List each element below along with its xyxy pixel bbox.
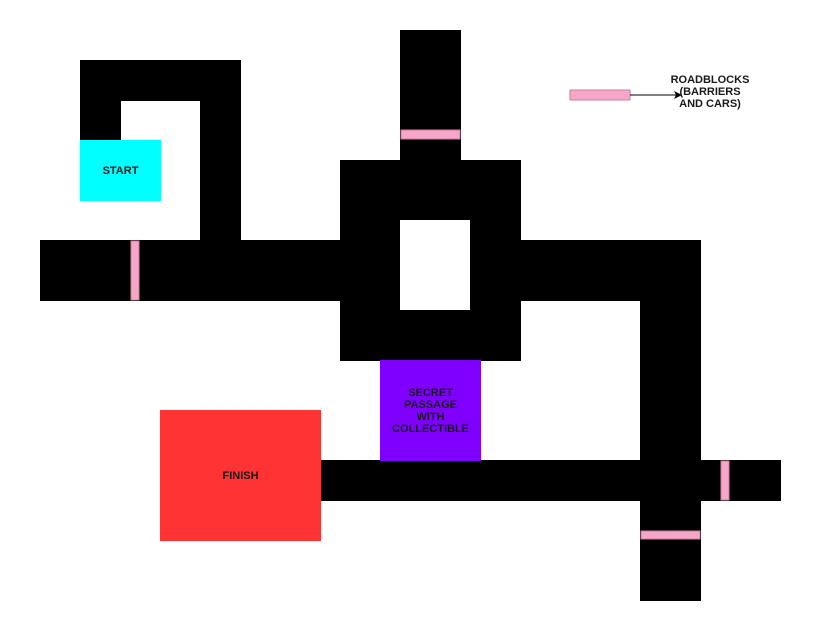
roadblock-north <box>400 129 461 140</box>
secret-passage-label: SECRET PASSAGE WITH COLLECTIBLE <box>392 386 469 435</box>
roadblock-west <box>130 240 140 301</box>
start-zone <box>80 140 161 201</box>
finish-zone <box>160 410 321 541</box>
roadblocks <box>130 129 730 540</box>
road-network <box>40 30 781 601</box>
central-hole <box>400 220 470 310</box>
legend <box>569 89 682 101</box>
roadblock-east <box>720 460 730 501</box>
road-west-corridor <box>40 240 341 301</box>
legend-roadblock-swatch <box>569 89 631 101</box>
start-label: START <box>102 164 139 177</box>
road-east-vertical <box>640 240 701 601</box>
finish-label: FINISH <box>222 469 259 482</box>
road-north-spur <box>400 30 461 161</box>
secret-passage-zone <box>380 360 481 461</box>
road-south-corridor <box>320 460 781 501</box>
roadblock-south <box>640 530 701 540</box>
legend-arrow-head <box>674 91 682 99</box>
legend-label: ROADBLOCKS (BARRIERS AND CARS) <box>670 74 750 110</box>
